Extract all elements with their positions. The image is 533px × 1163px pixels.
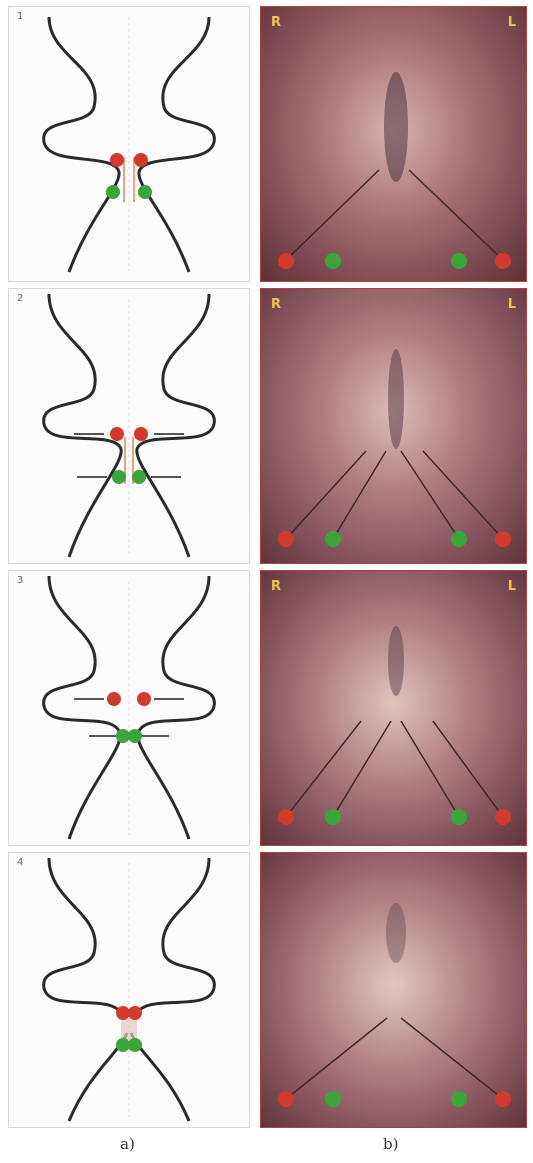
green-marker-icon: [451, 531, 467, 547]
red-marker-icon: [278, 253, 294, 269]
row-stage-4: 4: [0, 852, 533, 1126]
green-marker-icon: [451, 809, 467, 825]
diagram-panel: 2: [8, 288, 250, 564]
green-marker-icon: [132, 470, 146, 484]
red-marker-icon: [278, 1091, 294, 1107]
red-marker-icon: [107, 692, 121, 706]
green-marker-icon: [128, 729, 142, 743]
laryngoscope-photo: [260, 852, 527, 1128]
laryngoscope-photo: R L: [260, 570, 527, 846]
red-marker-icon: [134, 427, 148, 441]
red-marker-icon: [278, 531, 294, 547]
diagram-panel: 4: [8, 852, 250, 1128]
larynx-diagram: [9, 289, 249, 563]
green-marker-icon: [116, 1038, 130, 1052]
row-stage-3: 3 R L: [0, 570, 533, 844]
laryngoscope-photo: R L: [260, 288, 527, 564]
green-marker-icon: [451, 1091, 467, 1107]
red-marker-icon: [137, 692, 151, 706]
red-marker-icon: [110, 153, 124, 167]
row-stage-2: 2 R L: [0, 288, 533, 562]
photo-annotations: [261, 289, 526, 563]
diagram-panel: 3: [8, 570, 250, 846]
green-marker-icon: [138, 185, 152, 199]
green-marker-icon: [325, 809, 341, 825]
diagram-panel: 1: [8, 6, 250, 282]
red-marker-icon: [110, 427, 124, 441]
green-marker-icon: [451, 253, 467, 269]
larynx-diagram: [9, 853, 249, 1127]
larynx-diagram: [9, 7, 249, 281]
row-stage-1: 1 R L: [0, 6, 533, 280]
green-marker-icon: [325, 531, 341, 547]
red-marker-icon: [116, 1006, 130, 1020]
larynx-diagram: [9, 571, 249, 845]
green-marker-icon: [116, 729, 130, 743]
red-marker-icon: [495, 809, 511, 825]
red-marker-icon: [495, 253, 511, 269]
photo-annotations: [261, 571, 526, 845]
green-marker-icon: [112, 470, 126, 484]
photo-annotations: [261, 853, 526, 1127]
laryngoscope-photo: R L: [260, 6, 527, 282]
photo-annotations: [261, 7, 526, 281]
panel-label-b: b): [383, 1135, 398, 1153]
red-marker-icon: [495, 531, 511, 547]
red-marker-icon: [495, 1091, 511, 1107]
green-marker-icon: [106, 185, 120, 199]
panel-label-a: a): [120, 1135, 135, 1153]
green-marker-icon: [128, 1038, 142, 1052]
red-marker-icon: [128, 1006, 142, 1020]
red-marker-icon: [278, 809, 294, 825]
green-marker-icon: [325, 253, 341, 269]
green-marker-icon: [325, 1091, 341, 1107]
red-marker-icon: [134, 153, 148, 167]
